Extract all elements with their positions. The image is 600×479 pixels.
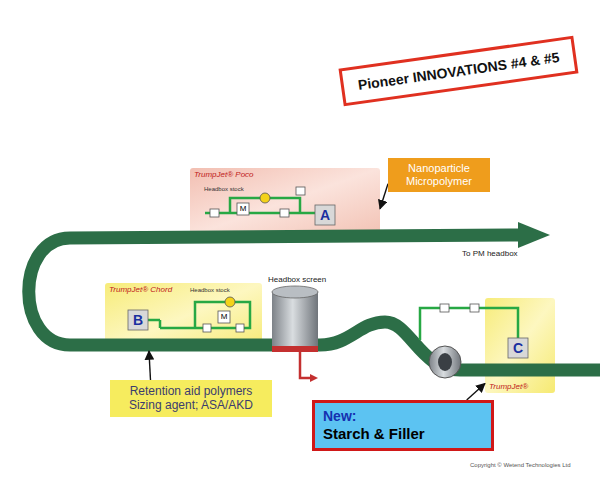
panel-title: TrumpJet® xyxy=(489,382,551,391)
stream-label: Headbox stock xyxy=(190,287,230,293)
flow-label: To PM headbox xyxy=(462,249,518,258)
callout-letter: C xyxy=(508,338,528,358)
title-box: Pioneer INNOVATIONS #4 & #5 xyxy=(339,36,579,107)
instrument-symbol xyxy=(236,324,244,332)
box-text: Retention aid polymers Sizing agent; ASA… xyxy=(116,384,266,413)
leader-arrow xyxy=(467,384,485,401)
dosing-line xyxy=(205,198,315,213)
screen-base xyxy=(272,346,318,352)
headbox-screen xyxy=(272,286,318,382)
pump-housing xyxy=(429,346,461,378)
motor-label: M xyxy=(218,311,230,323)
injection-point xyxy=(508,338,528,358)
panel-fill xyxy=(485,298,555,393)
dosing-panel: TrumpJet® Poco xyxy=(190,168,380,236)
leader-arrow xyxy=(380,184,388,209)
instrument-symbol xyxy=(280,209,289,217)
instrument-symbol xyxy=(203,324,211,332)
stock-pipe xyxy=(29,222,600,370)
box-text: New: xyxy=(323,408,483,425)
valve-symbol xyxy=(260,193,270,203)
motor-symbol xyxy=(218,311,230,323)
injection-point xyxy=(128,310,148,330)
instrument-symbol xyxy=(210,209,219,217)
dosing-line xyxy=(420,308,518,340)
screen-top xyxy=(272,286,318,298)
instrument-symbol xyxy=(128,187,528,358)
dosing-panel: TrumpJet® Chord xyxy=(105,283,262,351)
panel-fill xyxy=(105,168,555,393)
callout-box: Retention aid polymers Sizing agent; ASA… xyxy=(110,380,272,417)
callout-box: Nanoparticle Micropolymer xyxy=(388,158,490,192)
dosing-line xyxy=(148,302,250,328)
stock-pipe xyxy=(29,235,600,370)
instrument-symbol xyxy=(470,304,479,312)
highlight-box: New:Starch & Filler xyxy=(312,400,494,451)
reject-arrowhead xyxy=(310,374,318,382)
callout-letter: B xyxy=(128,310,148,330)
injection-point xyxy=(315,205,335,225)
box-text: Starch & Filler xyxy=(323,425,483,443)
callout-letter: A xyxy=(315,205,335,225)
screen-body xyxy=(272,292,318,350)
part-label: Headbox screen xyxy=(268,275,326,284)
panel-title: TrumpJet® Poco xyxy=(194,170,376,179)
panel-fill xyxy=(190,168,380,236)
pump-inlet xyxy=(438,353,452,371)
instrument-symbol xyxy=(296,187,305,195)
fan-pump xyxy=(429,346,461,378)
instrument-symbol xyxy=(440,304,449,312)
motor-label: M xyxy=(237,203,249,215)
valve-symbol xyxy=(225,297,235,307)
dosing-schematic xyxy=(148,198,518,340)
flow-arrowhead xyxy=(518,222,550,248)
panel-title: TrumpJet® Chord xyxy=(109,285,258,294)
motor-symbol xyxy=(237,203,249,215)
leader-arrow xyxy=(149,351,151,380)
copyright-note: Copyright © Wetend Technologies Ltd xyxy=(470,462,571,468)
stream-label: Headbox stock xyxy=(204,186,244,192)
box-text: Nanoparticle Micropolymer xyxy=(394,162,484,188)
